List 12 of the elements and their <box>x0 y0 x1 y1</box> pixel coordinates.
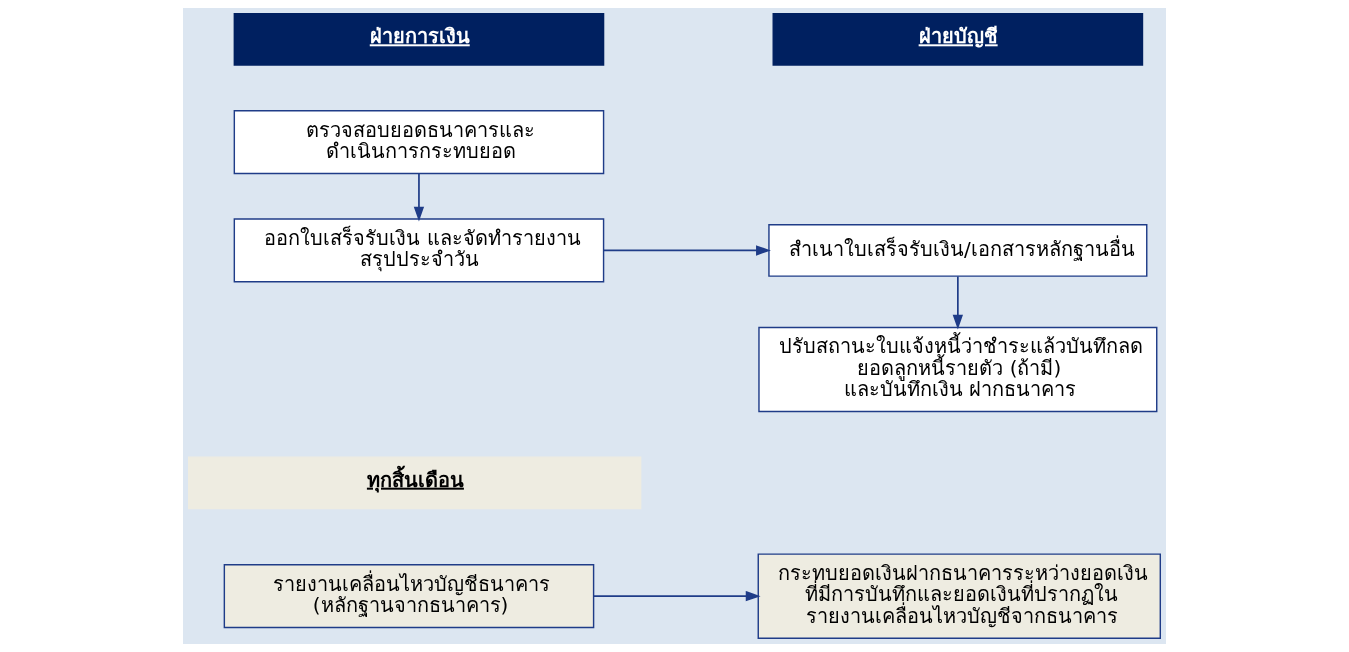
arrow <box>602 245 771 256</box>
node-box: ออกใบเสร็จรับเงิน และจัดทำรายงาน สรุปประจำวัน <box>233 218 605 283</box>
arrow <box>413 172 425 222</box>
node-box: สำเนาใบเสร็จรับเงิน/เอกสารหลักฐานอื่น <box>768 224 1148 277</box>
arrow <box>593 590 761 602</box>
node-box: กระทบยอดเงินฝากธนาคารระหว่างยอดเงิน ที่มีการบันทึกและยอดเงินที่ปรากฏใน รายงานเคลื่อนไหวบัญชีจากธนาคาร <box>757 553 1161 639</box>
node-box: ปรับสถานะใบแจ้งหนี้ว่าชำระแล้วบันทึกลด ยอดลูกหนี้รายตัว (ถ้ามี) และบันทึกเงิน ฝากธนาคาร <box>758 326 1158 413</box>
node-box: รายงานเคลื่อนไหวบัญชีธนาคาร (หลักฐานจากธนาคาร) <box>223 564 595 629</box>
arrow <box>952 275 964 330</box>
node-box: ฝ่ายการเงิน <box>233 13 605 66</box>
node-box: ฝ่ายบัญชี <box>772 13 1144 66</box>
node-box: ตรวจสอบยอดธนาคารและ ดำเนินการกระทบยอด <box>233 110 605 175</box>
